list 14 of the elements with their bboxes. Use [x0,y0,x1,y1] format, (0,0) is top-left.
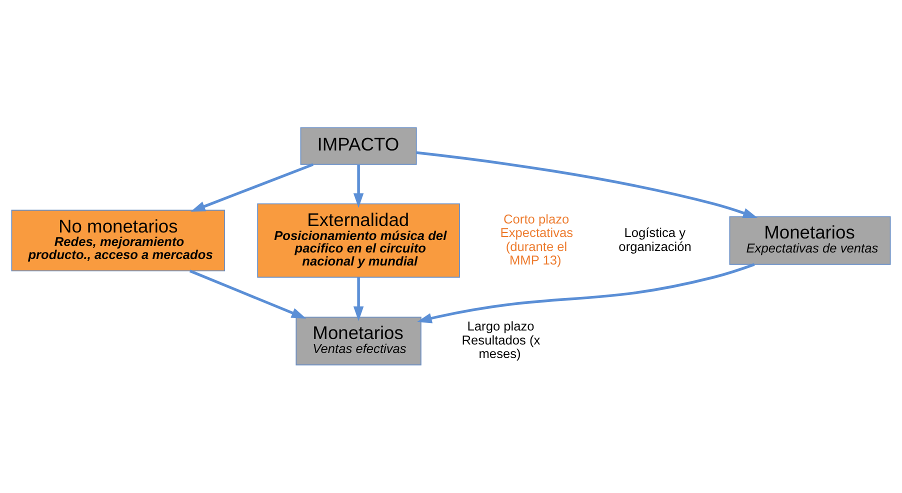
arrow [353,164,364,208]
node-box: Externalidad Posicionamiento música del pacifico en el circuito nacional y mundial [257,203,460,278]
node-box: Monetarios Expectativas de ventas [729,216,891,265]
arrow [416,151,758,218]
arrow [189,270,306,319]
label: Corto plazo Expectativas (durante el MMP 13) [500,211,574,268]
arrow [190,163,314,212]
node-box: No monetarios Redes, mejoramiento producto., acceso a mercados [11,210,226,272]
label: Logística y organización [618,225,692,254]
arrow [417,263,755,324]
arrow [353,277,364,322]
node-box: Monetarios Ventas efectivas [296,316,422,366]
label: Largo plazo Resultados (x meses) [462,318,540,362]
node-box: IMPACTO [300,127,417,165]
